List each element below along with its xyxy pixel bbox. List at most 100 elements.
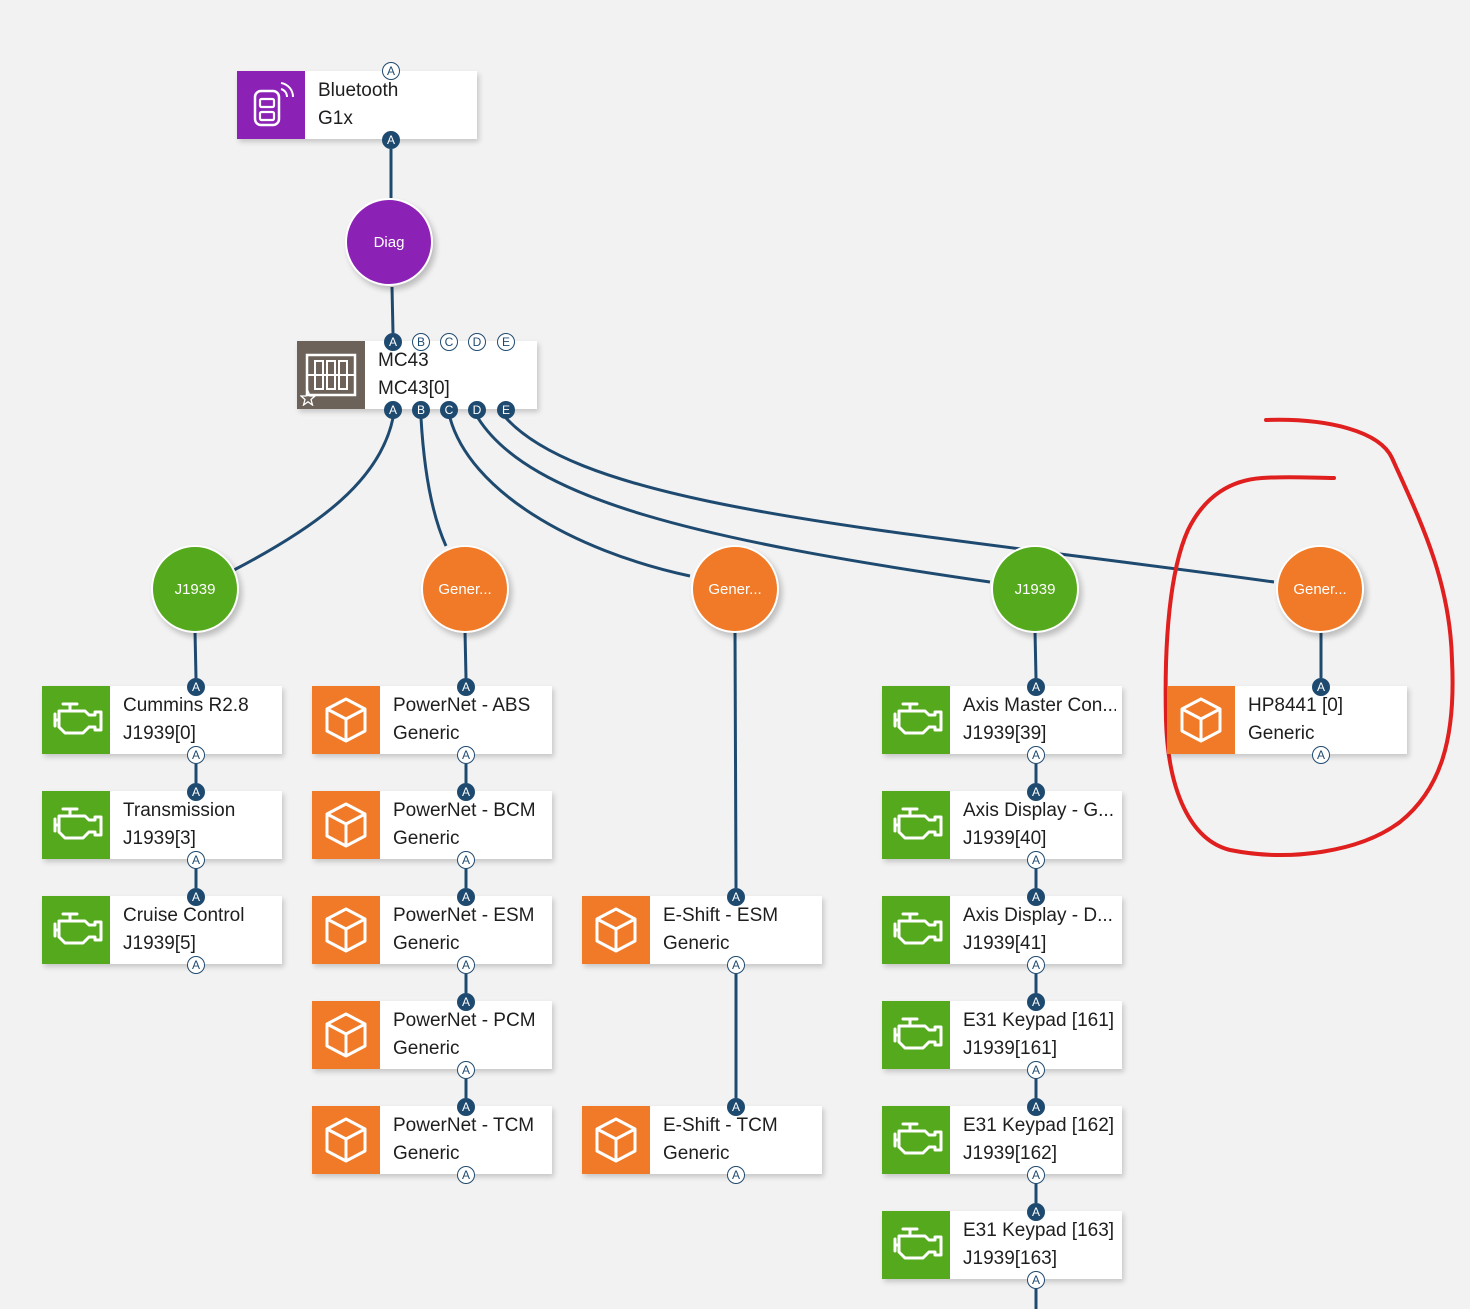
j1939-hub-a[interactable]: J1939 xyxy=(151,545,239,633)
bluetooth-output-port-a[interactable]: A xyxy=(382,131,400,149)
e31-162-input-port-a[interactable]: A xyxy=(1027,1098,1045,1116)
red-annotation-circle xyxy=(1163,417,1455,857)
node-protocol: Generic xyxy=(663,1143,730,1164)
eshift-tcm-input-port-a[interactable]: A xyxy=(727,1098,745,1116)
cummins-output-port-a[interactable]: A xyxy=(187,746,205,764)
e31-161-output-port-a[interactable]: A xyxy=(1027,1061,1045,1079)
node-name: PowerNet - ABS xyxy=(393,695,531,716)
node-powernet-pcm[interactable]: PowerNet - PCM Generic xyxy=(312,1001,552,1069)
eshift-tcm-output-port-a[interactable]: A xyxy=(727,1166,745,1184)
node-name: Cruise Control xyxy=(123,905,245,926)
mc43-output-port-b[interactable]: B xyxy=(412,401,430,419)
bcm-input-port-a[interactable]: A xyxy=(457,783,475,801)
wire-mc43-b-generic xyxy=(419,417,448,547)
generic-hub-c[interactable]: Gener... xyxy=(1276,545,1364,633)
node-e31-keypad-161[interactable]: E31 Keypad [161] J1939[161] xyxy=(882,1001,1122,1069)
e31-162-output-port-a[interactable]: A xyxy=(1027,1166,1045,1184)
wire-generic-b-eshift-esm xyxy=(733,630,738,889)
node-name: HP8441 [0] xyxy=(1248,695,1344,716)
node-name: Axis Display - G... xyxy=(963,800,1114,821)
j1939-hub-b[interactable]: J1939 xyxy=(991,545,1079,633)
node-axis-display-g[interactable]: Axis Display - G... J1939[40] xyxy=(882,791,1122,859)
node-eshift-tcm[interactable]: E-Shift - TCM Generic xyxy=(582,1106,822,1174)
device-name: MC43 xyxy=(378,350,429,371)
pcm-input-port-a[interactable]: A xyxy=(457,993,475,1011)
mc43-input-port-c[interactable]: C xyxy=(440,333,458,351)
bluetooth-node[interactable]: Bluetooth G1x xyxy=(237,71,477,139)
e31-163-input-port-a[interactable]: A xyxy=(1027,1203,1045,1221)
axis-master-input-port-a[interactable]: A xyxy=(1027,678,1045,696)
node-protocol: J1939[41] xyxy=(963,933,1047,954)
mc43-node[interactable]: MC43 MC43[0] xyxy=(297,341,537,409)
node-protocol: Generic xyxy=(393,828,460,849)
axis-display-g-input-port-a[interactable]: A xyxy=(1027,783,1045,801)
transmission-input-port-a[interactable]: A xyxy=(187,783,205,801)
bluetooth-input-port-a[interactable]: A xyxy=(382,62,400,80)
wire-mc43-d-j1939 xyxy=(476,417,991,584)
node-e31-keypad-162[interactable]: E31 Keypad [162] J1939[162] xyxy=(882,1106,1122,1174)
node-eshift-esm[interactable]: E-Shift - ESM Generic xyxy=(582,896,822,964)
node-powernet-esm[interactable]: PowerNet - ESM Generic xyxy=(312,896,552,964)
e31-161-input-port-a[interactable]: A xyxy=(1027,993,1045,1011)
star-icon xyxy=(300,390,316,406)
node-name: Transmission xyxy=(123,800,236,821)
node-powernet-tcm[interactable]: PowerNet - TCM Generic xyxy=(312,1106,552,1174)
axis-display-g-output-port-a[interactable]: A xyxy=(1027,851,1045,869)
mc43-output-port-e[interactable]: E xyxy=(497,401,515,419)
eshift-esm-output-port-a[interactable]: A xyxy=(727,956,745,974)
pcm-output-port-a[interactable]: A xyxy=(457,1061,475,1079)
node-powernet-bcm[interactable]: PowerNet - BCM Generic xyxy=(312,791,552,859)
diag-hub[interactable]: Diag xyxy=(345,198,433,286)
bcm-output-port-a[interactable]: A xyxy=(457,851,475,869)
cube-icon xyxy=(312,1001,380,1069)
cruise-output-port-a[interactable]: A xyxy=(187,956,205,974)
node-powernet-abs[interactable]: PowerNet - ABS Generic xyxy=(312,686,552,754)
tcm-input-port-a[interactable]: A xyxy=(457,1098,475,1116)
tcm-output-port-a[interactable]: A xyxy=(457,1166,475,1184)
node-protocol: Generic xyxy=(393,1143,460,1164)
mc43-input-port-b[interactable]: B xyxy=(412,333,430,351)
wire-diag-mc43 xyxy=(390,286,395,334)
hp8441-input-port-a[interactable]: A xyxy=(1312,678,1330,696)
hp8441-output-port-a[interactable]: A xyxy=(1312,746,1330,764)
abs-output-port-a[interactable]: A xyxy=(457,746,475,764)
axis-display-d-input-port-a[interactable]: A xyxy=(1027,888,1045,906)
node-transmission[interactable]: Transmission J1939[3] xyxy=(42,791,282,859)
device-name: Bluetooth xyxy=(318,80,399,101)
transmission-output-port-a[interactable]: A xyxy=(187,851,205,869)
mc43-output-port-d[interactable]: D xyxy=(468,401,486,419)
node-axis-display-d[interactable]: Axis Display - D... J1939[41] xyxy=(882,896,1122,964)
node-name: PowerNet - TCM xyxy=(393,1115,535,1136)
mc43-input-port-d[interactable]: D xyxy=(468,333,486,351)
device-type: G1x xyxy=(318,108,353,129)
esm-output-port-a[interactable]: A xyxy=(457,956,475,974)
engine-icon xyxy=(42,686,110,754)
eshift-esm-input-port-a[interactable]: A xyxy=(727,888,745,906)
node-axis-master[interactable]: Axis Master Con... J1939[39] xyxy=(882,686,1122,754)
e31-163-output-port-a[interactable]: A xyxy=(1027,1271,1045,1289)
cube-icon xyxy=(582,896,650,964)
node-cruise-control[interactable]: Cruise Control J1939[5] xyxy=(42,896,282,964)
node-protocol: Generic xyxy=(663,933,730,954)
node-cummins[interactable]: Cummins R2.8 J1939[0] xyxy=(42,686,282,754)
node-protocol: J1939[0] xyxy=(123,723,196,744)
node-e31-keypad-163[interactable]: E31 Keypad [163] J1939[163] xyxy=(882,1211,1122,1279)
generic-hub-a[interactable]: Gener... xyxy=(421,545,509,633)
axis-display-d-output-port-a[interactable]: A xyxy=(1027,956,1045,974)
mc43-output-port-c[interactable]: C xyxy=(440,401,458,419)
node-hp8441[interactable]: HP8441 [0] Generic xyxy=(1167,686,1407,754)
generic-hub-b[interactable]: Gener... xyxy=(691,545,779,633)
axis-master-output-port-a[interactable]: A xyxy=(1027,746,1045,764)
wire-generic-a-abs xyxy=(463,630,468,679)
node-protocol: J1939[3] xyxy=(123,828,196,849)
esm-input-port-a[interactable]: A xyxy=(457,888,475,906)
mc43-input-port-a[interactable]: A xyxy=(384,333,402,351)
node-name: Cummins R2.8 xyxy=(123,695,249,716)
cube-icon xyxy=(312,686,380,754)
mc43-output-port-a[interactable]: A xyxy=(384,401,402,419)
cruise-input-port-a[interactable]: A xyxy=(187,888,205,906)
mc43-input-port-e[interactable]: E xyxy=(497,333,515,351)
abs-input-port-a[interactable]: A xyxy=(457,678,475,696)
cummins-input-port-a[interactable]: A xyxy=(187,678,205,696)
